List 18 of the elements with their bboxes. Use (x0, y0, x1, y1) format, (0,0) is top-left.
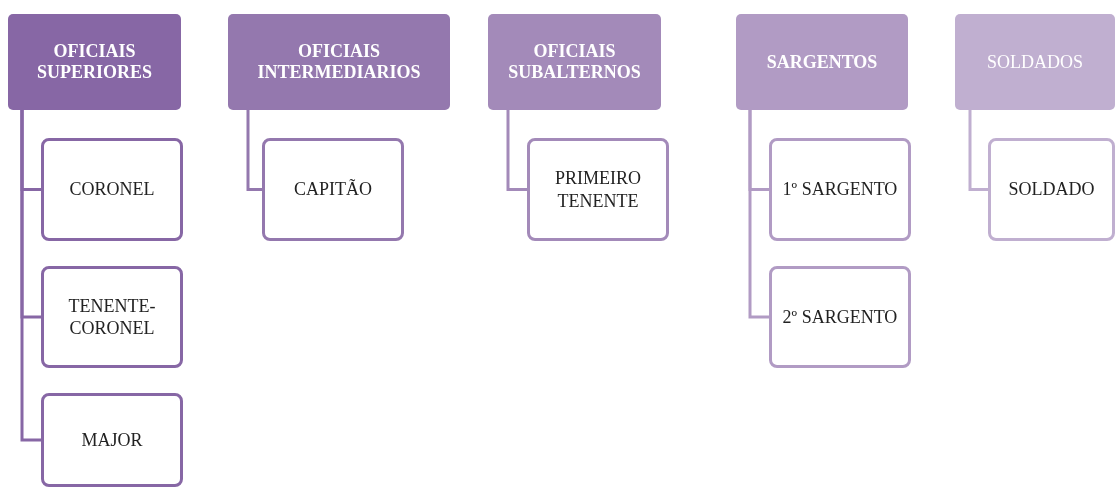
rank-box: CAPITÃO (262, 138, 404, 241)
category-header-box: SOLDADOS (955, 14, 1115, 110)
category-header-box: OFICIAIS SUBALTERNOS (488, 14, 661, 110)
connector-line (246, 110, 262, 191)
rank-box: 1º SARGENTO (769, 138, 911, 241)
rank-box: MAJOR (41, 393, 183, 487)
rank-box: 2º SARGENTO (769, 266, 911, 368)
rank-box: PRIMEIRO TENENTE (527, 138, 669, 241)
category-header-box: OFICIAIS INTERMEDIARIOS (228, 14, 450, 110)
rank-box: SOLDADO (988, 138, 1115, 241)
connector-line (20, 110, 41, 442)
connector-line (506, 110, 527, 191)
rank-box: CORONEL (41, 138, 183, 241)
connector-line (748, 110, 769, 319)
rank-box: TENENTE-CORONEL (41, 266, 183, 368)
category-header-box: SARGENTOS (736, 14, 908, 110)
category-header-box: OFICIAIS SUPERIORES (8, 14, 181, 110)
connector-line (968, 110, 988, 191)
